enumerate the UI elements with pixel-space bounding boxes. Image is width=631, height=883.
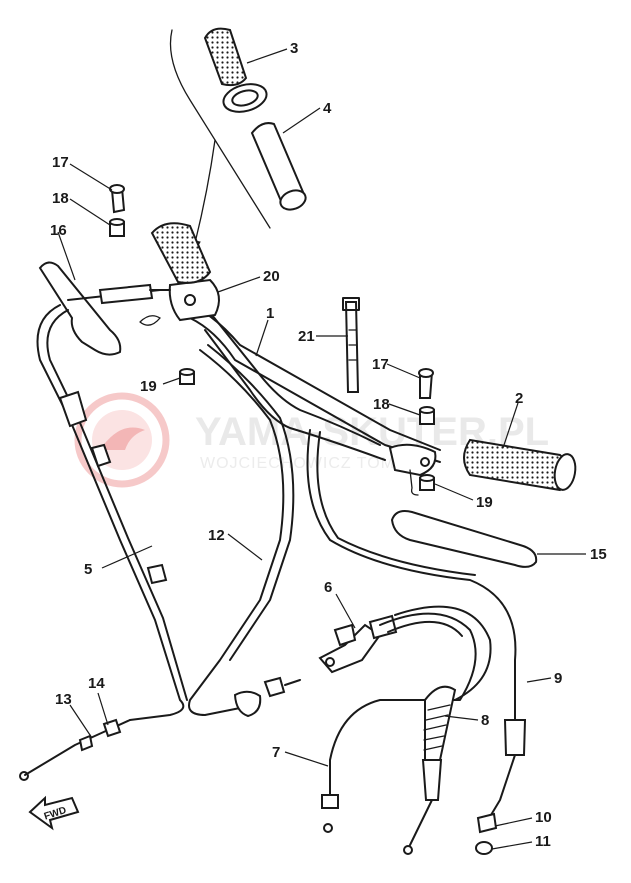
fwd-arrow: FWD — [28, 795, 80, 831]
callout-20: 20 — [263, 268, 280, 285]
callout-9: 9 — [554, 670, 562, 687]
part-17-bolt-right — [418, 368, 434, 399]
watermark: YAMA-SKUTER.PL WOJCIECHOWICZ TOMASZ — [74, 392, 549, 488]
inset-arrow-line — [194, 139, 216, 244]
callout-17-right: 17 — [372, 356, 389, 373]
callout-18-left: 18 — [52, 190, 69, 207]
right-lever-bracket — [388, 443, 437, 496]
callout-14: 14 — [88, 675, 105, 692]
part-1-handlebar — [179, 299, 441, 463]
part-18-sleeve-right — [419, 406, 435, 425]
leader-lines — [57, 48, 586, 850]
callout-2: 2 — [515, 390, 523, 407]
part-15-brake-lever — [390, 510, 538, 568]
part-9-cable — [306, 429, 527, 821]
callout-5: 5 — [84, 561, 92, 578]
callout-21: 21 — [298, 328, 315, 345]
callout-12: 12 — [208, 527, 225, 544]
watermark-sub: WOJCIECHOWICZ TOMASZ — [200, 455, 429, 472]
callout-17-left: 17 — [52, 154, 69, 171]
part-13-14-cable-end — [19, 718, 131, 781]
callout-15: 15 — [590, 546, 607, 563]
callout-19-right: 19 — [476, 494, 493, 511]
callout-3: 3 — [290, 40, 298, 57]
callout-10: 10 — [535, 809, 552, 826]
inset-border — [169, 29, 271, 229]
part-6-cable-junction — [318, 614, 398, 674]
callouts: 3 4 17 18 16 20 1 21 17 18 2 19 19 15 5 … — [50, 40, 607, 850]
callout-4: 4 — [323, 100, 332, 117]
part-17-bolt-left — [109, 184, 126, 214]
part-21-cable-band — [342, 297, 360, 393]
callout-7: 7 — [272, 744, 280, 761]
part-12-throttle-cable — [188, 344, 301, 718]
part-20-left-housing — [150, 222, 220, 322]
callout-8: 8 — [481, 712, 489, 729]
part-4-sleeve — [250, 122, 307, 211]
part-5-clutch-cable — [36, 304, 188, 721]
part-16-clutch-lever — [38, 261, 171, 356]
part-3-grip — [203, 27, 268, 113]
part-19-nut-right — [419, 474, 435, 491]
part-18-sleeve-left — [109, 218, 125, 237]
callout-13: 13 — [55, 691, 72, 708]
callout-1: 1 — [266, 305, 274, 322]
part-8-cable — [394, 605, 492, 855]
part-2-right-grip — [463, 438, 577, 492]
callout-18-right: 18 — [373, 396, 390, 413]
part-7-cable — [321, 612, 477, 833]
callout-11: 11 — [535, 833, 551, 850]
part-19-nut-left — [179, 368, 195, 385]
part-10-11-cable-end — [475, 812, 498, 855]
callout-19-left: 19 — [140, 378, 157, 395]
callout-6: 6 — [324, 579, 332, 596]
callout-16: 16 — [50, 222, 67, 239]
